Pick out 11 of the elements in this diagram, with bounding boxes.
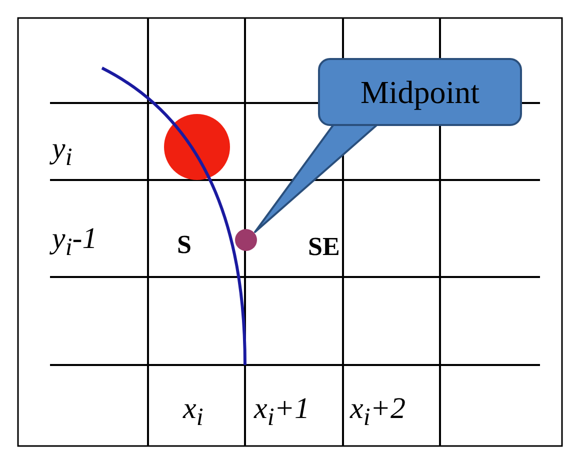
callout-pointer [254, 123, 379, 233]
region-label: S [177, 229, 192, 261]
region-label: SE [308, 231, 340, 263]
column-label: x$_{i}$ [183, 392, 204, 433]
row-label: y$_{i}$ [52, 132, 72, 175]
column-label: x$_{i}$+1 [254, 392, 310, 433]
row-label: y$_{i}$-1 [52, 222, 98, 265]
callout-box [318, 58, 522, 126]
column-label: x$_{i}$+2 [350, 392, 406, 433]
midpoint-dot [235, 229, 257, 251]
callout-text: Midpoint [360, 74, 480, 110]
